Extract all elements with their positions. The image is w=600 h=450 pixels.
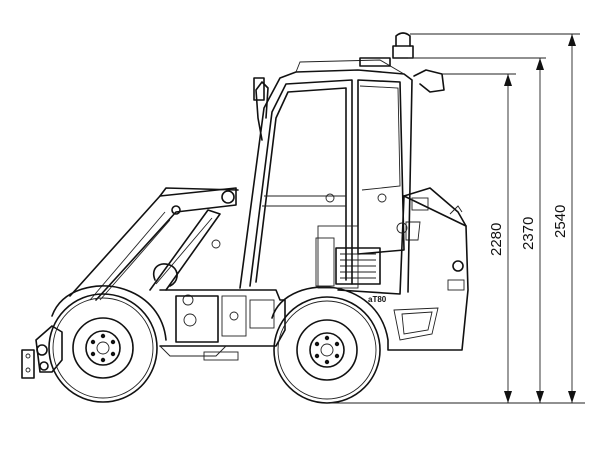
work-lamp: [413, 69, 445, 93]
dimension-lines: 2280 2370 2540: [330, 33, 580, 404]
chassis-frame: [159, 289, 286, 361]
dimension-label-2540: 2540: [552, 205, 569, 238]
operator-cab: [239, 32, 445, 293]
rear-wheel-bolts: [314, 335, 340, 365]
side-mirror: [255, 81, 269, 141]
front-wheel-bolts: [90, 333, 116, 363]
rear-wheel: [273, 296, 381, 404]
front-wheel: [48, 293, 158, 403]
front-fender: [51, 285, 167, 341]
dimension-label-2280: 2280: [488, 223, 505, 256]
front-loader-boom: [69, 187, 239, 306]
beacon-light: [392, 32, 414, 59]
dimension-label-2370: 2370: [520, 217, 537, 250]
model-label: aT80: [368, 295, 387, 304]
rear-body: [271, 187, 469, 351]
quick-coupler: [21, 325, 63, 379]
